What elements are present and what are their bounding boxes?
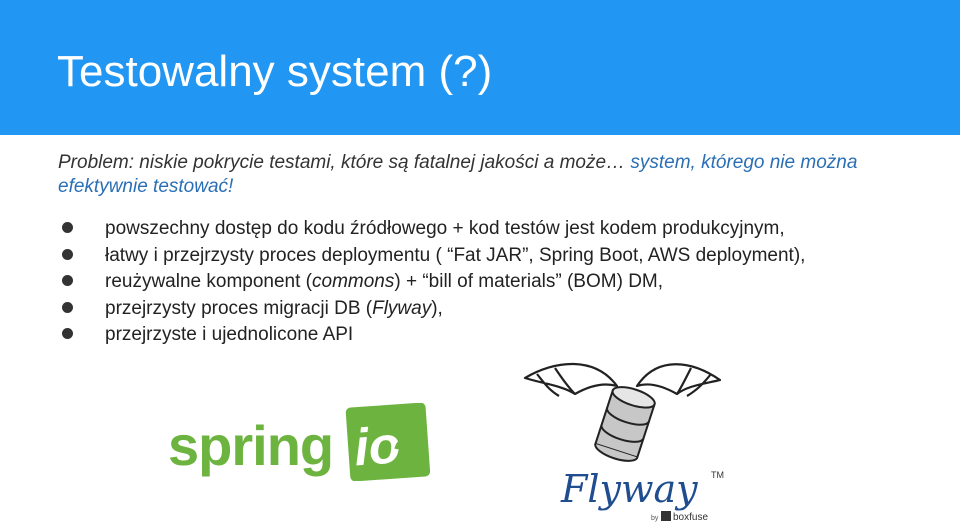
bullet-italic: Flyway: [372, 297, 432, 319]
bullet-text-tail: ),: [431, 297, 443, 319]
by-text: by: [651, 515, 659, 522]
trademark-text: TM: [711, 470, 724, 480]
flyway-logo-text: Flyway: [560, 467, 698, 511]
spring-io-logo: spring io: [168, 403, 430, 481]
bullet-text: reużywalne komponent (: [105, 271, 312, 292]
bullet-text: przejrzyste i ujednolicone API: [105, 324, 354, 345]
bullet-dot-icon: [62, 328, 73, 339]
problem-statement: Problem: niskie pokrycie testami, które …: [58, 151, 918, 199]
bullet-item: powszechny dostęp do kodu źródłowego + k…: [62, 216, 805, 243]
spring-io-text: io: [352, 416, 402, 477]
bullet-italic: commons: [312, 271, 395, 292]
problem-text: Problem: niskie pokrycie testami, które …: [58, 152, 631, 173]
slide-title: Testowalny system (?): [57, 47, 493, 96]
bullet-item: reużywalne komponent (commons) + “bill o…: [62, 269, 805, 296]
title-bar: Testowalny system (?): [0, 0, 960, 135]
bullet-text: powszechny dostęp do kodu źródłowego + k…: [105, 218, 785, 239]
bullet-text: przejrzysty proces migracji DB (: [105, 297, 373, 319]
spring-logo-text: spring: [168, 414, 333, 477]
bullet-text: łatwy i przejrzysty proces deploymentu (…: [105, 244, 806, 266]
boxfuse-icon: [661, 511, 671, 521]
bullet-dot-icon: [62, 248, 73, 260]
right-wing-icon: [635, 363, 722, 397]
bullet-text-tail: ) + “bill of materials” (BOM) DM,: [394, 271, 664, 292]
spring-io-badge: io: [345, 403, 430, 481]
bullet-item: łatwy i przejrzysty proces deploymentu (…: [62, 243, 805, 270]
bullet-dot-icon: [62, 222, 73, 233]
database-icon: [594, 386, 656, 462]
left-wing-icon: [523, 362, 619, 397]
bullet-item: przejrzysty proces migracji DB (Flyway),: [62, 296, 805, 323]
problem-highlight: system, którego nie można efektywnie tes…: [58, 152, 858, 197]
bullet-list: powszechny dostęp do kodu źródłowego + k…: [62, 216, 805, 349]
bullet-item: przejrzyste i ujednolicone API: [62, 322, 805, 349]
bullet-dot-icon: [62, 301, 73, 313]
flyway-logo: Flyway TM by boxfuse: [523, 362, 724, 523]
boxfuse-text: boxfuse: [673, 512, 708, 523]
leaf-icon: [394, 435, 418, 450]
bullet-dot-icon: [62, 275, 73, 286]
